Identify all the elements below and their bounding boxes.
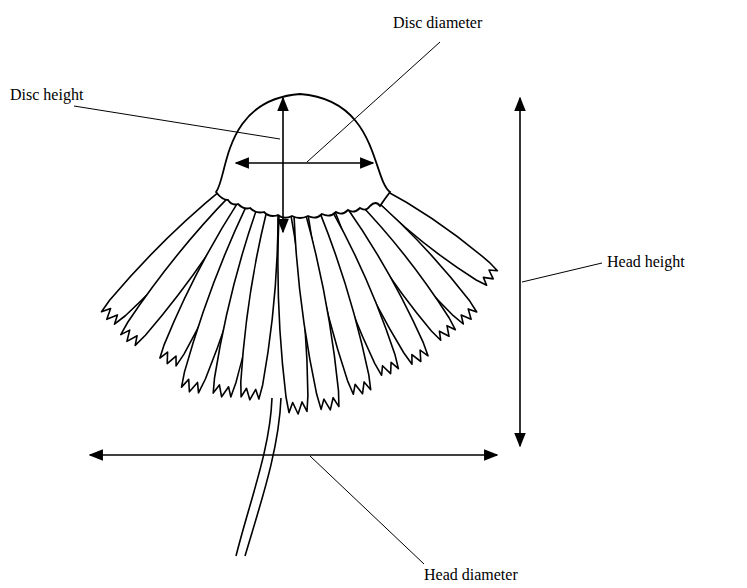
disc-dome (216, 94, 390, 218)
head-diameter-label: Head diameter (424, 566, 518, 584)
head-height-label: Head height (607, 253, 685, 271)
leader-line (310, 456, 424, 564)
disc-diameter-label: Disc diameter (393, 14, 482, 32)
leader-line (74, 106, 280, 139)
disc-height-label: Disc height (10, 86, 83, 104)
ray-petal (294, 215, 339, 410)
stem (236, 398, 281, 556)
head-height-arrow (519, 98, 521, 446)
leader-line (307, 42, 440, 162)
disc-height-arrow (282, 98, 284, 232)
leader-line (522, 263, 602, 282)
ray-petals (102, 187, 498, 414)
ray-petal (241, 214, 278, 399)
head-diameter-arrow (90, 454, 497, 456)
disc-diameter-arrow (236, 162, 373, 164)
